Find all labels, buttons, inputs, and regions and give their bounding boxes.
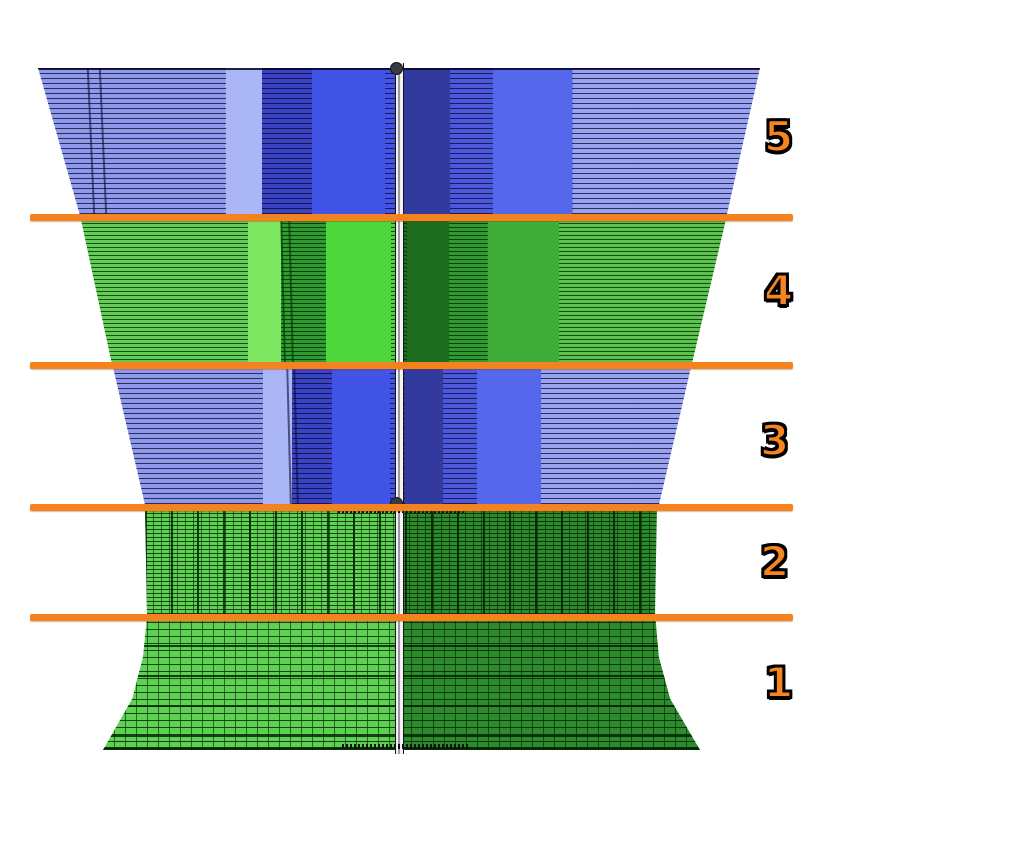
mesh-band (487, 215, 559, 363)
zone-label-4: 4 (763, 266, 794, 315)
axis-tick-marks-bottom (342, 744, 468, 749)
mesh-band (325, 215, 391, 363)
mesh-band (312, 68, 385, 215)
center-axis (395, 63, 404, 754)
mesh-band (332, 363, 391, 505)
mesh-band (225, 68, 262, 215)
zone-divider-3-2 (30, 504, 793, 511)
zone-label-2: 2 (759, 537, 790, 586)
zone-label-5: 5 (763, 112, 794, 161)
zone-divider-4-3 (30, 362, 793, 369)
zone-label-1: 1 (763, 658, 794, 707)
mesh-band (407, 215, 449, 363)
mesh-band (492, 68, 573, 215)
axis-node-top (390, 62, 403, 75)
mesh-band (403, 68, 450, 215)
zone-divider-5-4 (30, 214, 793, 221)
mesh-band (477, 363, 542, 505)
axis-tick-marks-mid (338, 509, 466, 513)
zone-label-3: 3 (759, 416, 790, 465)
mesh-band (248, 215, 281, 363)
mesh-band (405, 363, 443, 505)
zone-divider-2-1 (30, 614, 793, 621)
